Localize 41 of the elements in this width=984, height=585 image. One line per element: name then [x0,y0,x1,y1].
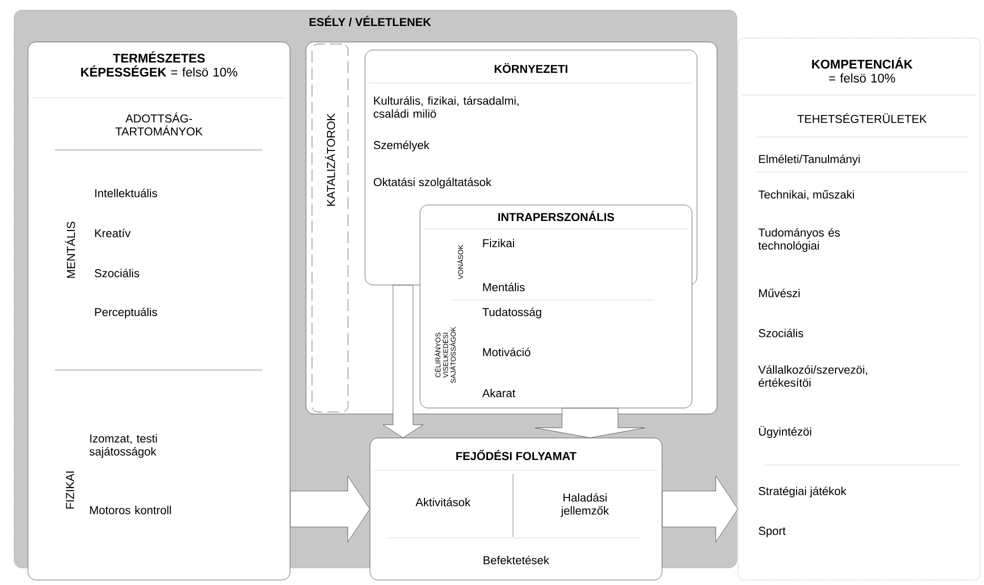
list-item: Akarat [482,388,516,398]
list-item: Befektetések [484,556,550,564]
list-item: Személyek [374,140,430,152]
block-arrow [534,408,646,438]
list-item: Vállalkozói/szervezöi, értékesítöi [758,365,868,387]
band-title: ESÉLY / VÉLETLENEK [310,16,432,26]
list-item: Kreatív [95,228,131,238]
panel-heading: INTRAPERSZONÁLIS [498,210,614,222]
list-item: Stratégiai játékok [758,486,846,498]
list-item: Aktivitások [416,498,470,506]
list-item: Motiváció [483,348,530,356]
category-label: MENTÁLIS [64,222,76,278]
category-label: FIZIKAI [66,472,74,509]
list-item: Izomzat, testi sajátosságok [90,434,157,458]
panel-heading: FEJŐDÉSI FOLYAMAT [456,450,576,460]
list-item: Intellektuális [95,188,158,198]
list-item: Művészi [759,288,800,298]
list-item: Szociális [94,268,140,278]
panel-heading: TERMÉSZETES KÉPESSÉGEK = felsö 10% [81,51,238,77]
list-item: Haladási jellemzők [560,493,609,517]
list-item: Kulturális, fizikai, társadalmi, családi miliö [374,96,518,118]
list-item: Elméleti/Tanulmányi [759,154,860,166]
category-label: KATALIZÁTOROK [324,113,336,206]
block-arrow [662,476,738,542]
list-item: Tudatosság [482,308,542,318]
panel-heading: KÖRNYEZETI [494,63,568,73]
panel-subheading: TEHETSÉGTERÜLETEK [797,112,927,124]
block-arrow [290,476,370,542]
list-item: Ügyintézöi [759,426,812,438]
list-item: Perceptuális [95,308,158,318]
list-item: Tudományos és technológiai [758,228,840,252]
panel-subheading: ADOTTSÁG-TARTOMÁNYOK [116,112,203,136]
panel-heading: KOMPETENCIÁK = felsö 10% [812,57,913,83]
list-item: Mentális [483,282,525,292]
list-item: Oktatási szolgáltatások [374,178,492,188]
list-item: Technikai, műszaki [758,190,854,200]
list-item: Fizikai [483,238,514,248]
list-item: Szociális [758,328,804,338]
list-item: Sport [758,526,786,538]
list-item: Motoros kontroll [90,506,171,514]
block-arrow [382,285,424,438]
